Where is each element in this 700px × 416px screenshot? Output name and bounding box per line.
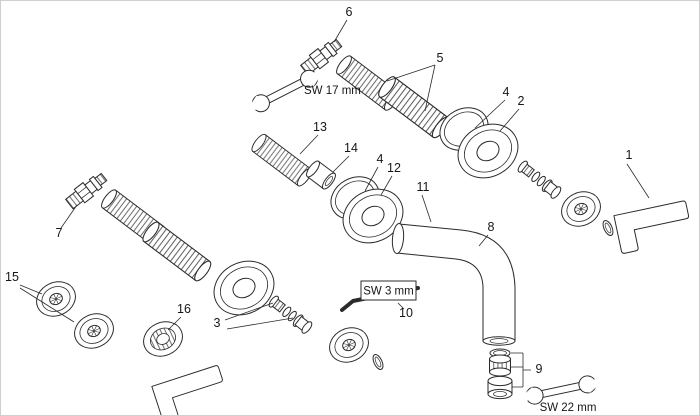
wrench-17-label: SW 17 mm [304,85,361,97]
part-number-labels: 6 5 4 2 1 13 14 4 12 11 8 7 15 3 16 10 9 [5,5,632,376]
part-label-11: 11 [417,180,430,194]
part-label-4-top: 4 [503,85,510,99]
part-label-1: 1 [626,148,633,162]
o-ring-right [600,218,616,238]
part-label-14: 14 [344,141,358,155]
part-label-12: 12 [387,161,401,175]
part-3-fixing-screws [266,293,315,336]
part-label-6: 6 [346,5,353,19]
tool-size-labels: SW 17 mm SW 3 mm SW 22 mm [304,85,596,414]
hex-key-label: SW 3 mm [363,286,413,298]
part-label-13: 13 [313,120,327,134]
part-label-5: 5 [437,51,444,65]
part-label-4-middle: 4 [377,152,384,166]
part-8-spout [391,223,516,346]
part-9-aerator-set [487,348,513,400]
part-1-lever-handle [613,200,694,255]
part-label-15: 15 [5,270,19,284]
part-label-16: 16 [177,302,191,316]
part-label-9: 9 [536,362,543,376]
part-16-sleeve [137,315,189,363]
hex-key-size-box [360,280,417,301]
handle-fixing-screws-right [515,158,564,201]
part-label-7: 7 [56,226,63,240]
part-label-10: 10 [399,306,413,320]
leader-lines [19,19,650,388]
part-15-handle-hubs [30,275,120,355]
wrench-22-label: SW 22 mm [540,402,597,414]
handle-hub-right [555,185,607,233]
extension-tubes-left [98,187,215,284]
part-label-8: 8 [488,220,495,234]
part-14-sleeve [303,158,339,192]
part-label-2: 2 [518,94,525,108]
escutcheon-left [204,250,284,326]
part-13-extension-tube [249,131,315,189]
o-ring-middle [370,352,386,372]
lever-handle-bottom [151,364,230,415]
part-label-3: 3 [214,316,221,330]
handle-hub-middle [323,321,375,369]
